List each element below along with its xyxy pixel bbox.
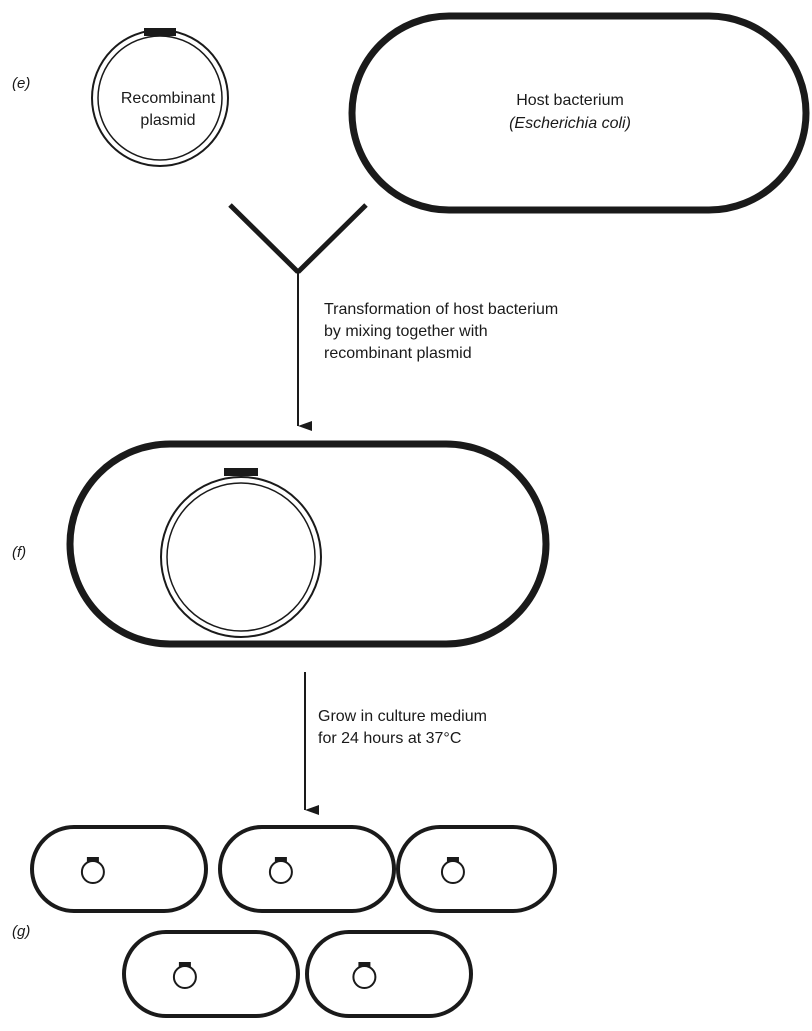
daughter-plasmid-insert — [358, 962, 371, 967]
host-label-line1: Host bacterium — [516, 92, 624, 109]
daughter-cell — [218, 825, 396, 913]
step2-line2: for 24 hours at 37°C — [318, 730, 461, 747]
step1-line1: Transformation of host bacterium — [324, 301, 558, 318]
daughter-cell — [305, 930, 473, 1018]
host-label-line2: (Escherichia coli) — [509, 115, 631, 132]
stage-label-e: (e) — [12, 75, 30, 92]
daughter-plasmid-insert — [274, 857, 287, 862]
daughter-cell-body — [30, 825, 208, 913]
daughter-plasmid-insert — [446, 857, 459, 862]
step1-line2: by mixing together with — [324, 323, 488, 340]
daughter-cell — [396, 825, 557, 913]
plasmid-label-line1: Recombinant — [121, 90, 216, 107]
daughter-plasmid — [172, 965, 197, 989]
daughter-plasmid — [80, 860, 105, 884]
daughter-cell — [30, 825, 208, 913]
daughter-cell — [122, 930, 300, 1018]
daughter-cells — [30, 825, 557, 1018]
recombinant-plasmid: Recombinant plasmid — [91, 28, 229, 167]
stage-label-g: (g) — [12, 923, 30, 940]
daughter-plasmid-insert — [86, 857, 99, 862]
step2-line1: Grow in culture medium — [318, 708, 487, 725]
merge-lines — [228, 203, 368, 274]
daughter-cell-body — [305, 930, 473, 1018]
host-bacterium: Host bacterium (Escherichia coli) — [348, 12, 810, 214]
daughter-plasmid — [352, 965, 377, 989]
step1-line3: recombinant plasmid — [324, 345, 472, 362]
daughter-cell-body — [218, 825, 396, 913]
daughter-cell-body — [396, 825, 557, 913]
daughter-plasmid — [440, 860, 465, 884]
daughter-cell-body — [122, 930, 300, 1018]
daughter-plasmid — [268, 860, 293, 884]
plasmid-label-line2: plasmid — [140, 112, 195, 129]
plasmid-insert-segment — [144, 28, 176, 36]
daughter-plasmid-insert — [178, 962, 191, 967]
transformed-bacterium — [66, 440, 550, 648]
stage-label-f: (f) — [12, 544, 26, 561]
plasmid-insert-segment — [224, 468, 258, 476]
